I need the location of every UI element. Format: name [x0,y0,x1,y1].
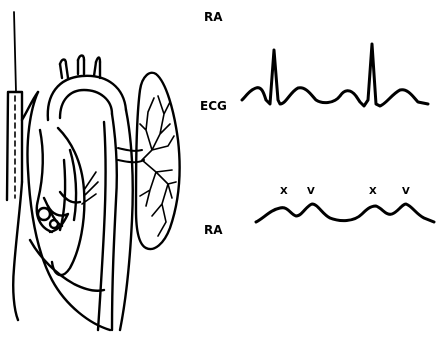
lung-bronchial-tree [140,96,176,236]
valve-ring-small [50,220,58,228]
ventricle-inner [60,150,76,230]
ecg-label: ECG [200,99,227,113]
ra-pressure-trace [256,204,434,222]
vena-cava [13,92,38,320]
wave-label-v1: V [307,186,315,197]
septum-line [98,122,106,330]
wave-label-x2: X [369,186,377,197]
aortic-arch-inner [60,90,112,118]
valve-ring [38,208,50,220]
heart-illustration [7,12,144,330]
ra-label: RA [204,223,223,237]
catheter-wire [14,12,16,92]
ecg-trace [242,44,428,106]
branch-caps [60,56,100,65]
pulmonary-trunk [112,114,117,330]
top-label: RA [204,10,223,24]
wave-label-v2: V [402,186,410,197]
lung-illustration [136,73,180,249]
heart-outline [27,92,132,330]
lower-chamber [30,240,104,291]
wave-label-x1: X [280,186,288,197]
